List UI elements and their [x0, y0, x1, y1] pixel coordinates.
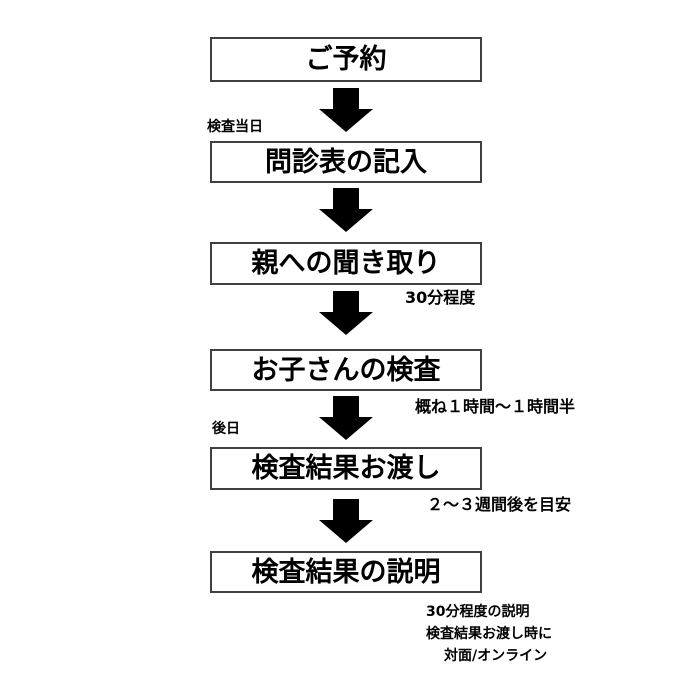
- flow-step-label: お子さんの検査: [251, 354, 441, 386]
- flow-step-label: 問診表の記入: [265, 146, 427, 178]
- note-explanation-30min: 30分程度の説明: [426, 604, 530, 620]
- arrow-down-icon: [319, 88, 373, 132]
- arrow-down-icon: [319, 291, 373, 335]
- flow-step-label: ご予約: [305, 44, 387, 75]
- flow-step-results-handover: 検査結果お渡し: [210, 447, 482, 490]
- flow-step-results-explanation: 検査結果の説明: [210, 551, 482, 593]
- flow-step-label: 親への聞き取り: [251, 248, 441, 279]
- stage-label-later-date: 後日: [212, 421, 240, 437]
- flow-step-reservation: ご予約: [210, 37, 482, 82]
- note-inperson-or-online: 対面/オンライン: [444, 648, 548, 664]
- note-duration-1to1half-hour: 概ね１時間〜１時間半: [415, 397, 576, 416]
- arrow-down-icon: [319, 188, 373, 232]
- note-duration-30min: 30分程度: [405, 288, 476, 307]
- note-at-results-handover: 検査結果お渡し時に: [426, 626, 552, 642]
- flow-step-child-examination: お子さんの検査: [210, 349, 482, 391]
- flow-step-questionnaire: 問診表の記入: [210, 141, 482, 183]
- arrow-down-icon: [319, 499, 373, 543]
- stage-label-exam-day: 検査当日: [207, 119, 263, 135]
- flow-step-label: 検査結果お渡し: [251, 453, 441, 484]
- results-explanation-notes: 30分程度の説明 検査結果お渡し時に 対面/オンライン: [426, 601, 552, 667]
- arrow-down-icon: [319, 396, 373, 440]
- flow-step-label: 検査結果の説明: [251, 556, 441, 588]
- note-2to3-weeks: ２〜３週間後を目安: [427, 495, 572, 514]
- flow-step-parent-interview: 親への聞き取り: [210, 242, 482, 285]
